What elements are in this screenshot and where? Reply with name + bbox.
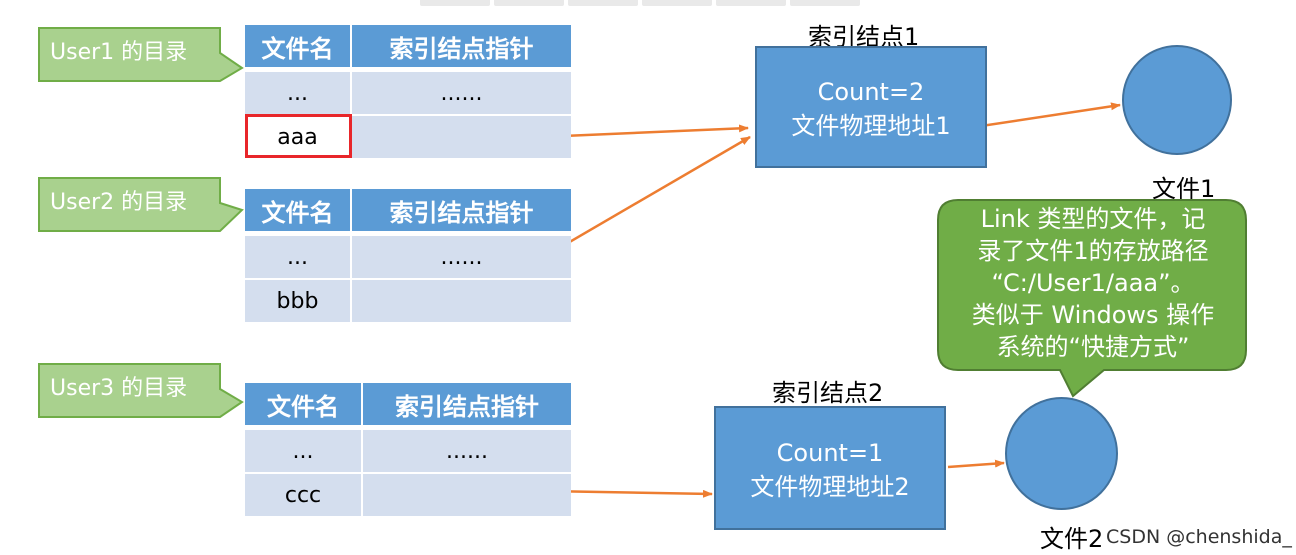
- inode1-address: 文件物理地址1: [791, 112, 951, 140]
- user3-directory-label: User3 的目录: [50, 376, 188, 401]
- cell-pointer: [352, 114, 571, 158]
- column-header-inode-pointer: 索引结点指针: [352, 189, 571, 234]
- table-row: ccc: [245, 472, 571, 516]
- inode2-count: Count=1: [776, 439, 884, 467]
- bubble-line: Link 类型的文件，记: [980, 205, 1206, 233]
- cell-filename: ccc: [245, 472, 363, 516]
- inode1-box: Count=2 文件物理地址1: [755, 46, 987, 168]
- column-header-filename: 文件名: [245, 25, 352, 70]
- column-header-filename: 文件名: [245, 383, 363, 428]
- speech-bubble-shape: [937, 199, 1247, 398]
- cell-filename: ...: [245, 70, 352, 114]
- bubble-line: 系统的“快捷方式”: [996, 333, 1190, 361]
- table-header-row: 文件名 索引结点指针: [245, 25, 571, 70]
- user1-directory-callout: User1 的目录: [38, 27, 244, 82]
- column-header-inode-pointer: 索引结点指针: [363, 383, 571, 428]
- table-row: bbb: [245, 278, 571, 322]
- inode2-title: 索引结点2: [772, 379, 884, 407]
- user3-directory-table: 文件名 索引结点指针 ... ...... ccc: [245, 383, 571, 516]
- cell-filename-highlighted: aaa: [245, 114, 352, 158]
- csdn-watermark: CSDN @chenshida_: [1106, 526, 1292, 548]
- table-row: aaa: [245, 114, 571, 158]
- callout-shape: [38, 363, 244, 418]
- user2-directory-label: User2 的目录: [50, 190, 188, 215]
- file2-label: 文件2: [1040, 525, 1104, 553]
- table-row: ... ......: [245, 234, 571, 278]
- user2-directory-callout: User2 的目录: [38, 177, 244, 232]
- user1-directory-label: User1 的目录: [50, 40, 188, 65]
- table-row: ... ......: [245, 428, 571, 472]
- callout-shape: [38, 177, 244, 232]
- column-header-filename: 文件名: [245, 189, 352, 234]
- column-header-inode-pointer: 索引结点指针: [352, 25, 571, 70]
- cell-filename: ...: [245, 234, 352, 278]
- cell-pointer: ......: [352, 234, 571, 278]
- inode2-address: 文件物理地址2: [750, 473, 910, 501]
- user2-directory-table: 文件名 索引结点指针 ... ...... bbb: [245, 189, 571, 322]
- bubble-line: 类似于 Windows 操作: [971, 301, 1215, 329]
- callout-shape: [38, 27, 244, 82]
- inode2-box: Count=1 文件物理地址2: [714, 406, 946, 530]
- inode1-count: Count=2: [817, 78, 925, 106]
- cell-filename: ...: [245, 428, 363, 472]
- cell-pointer: ......: [363, 428, 571, 472]
- cell-filename: bbb: [245, 278, 352, 322]
- speech-bubble-text: Link 类型的文件，记 录了文件1的存放路径 “C:/User1/aaa”。 …: [940, 203, 1246, 363]
- file1-label: 文件1: [1152, 175, 1216, 203]
- file2-node: [1005, 397, 1118, 510]
- cell-pointer: ......: [352, 70, 571, 114]
- arrow-inode1-to-file1: [967, 102, 1121, 130]
- user1-directory-table: 文件名 索引结点指针 ... ...... aaa: [245, 25, 571, 158]
- cell-pointer: [352, 278, 571, 322]
- bubble-line: “C:/User1/aaa”。: [991, 269, 1195, 297]
- table-header-row: 文件名 索引结点指针: [245, 383, 571, 428]
- cell-pointer: [363, 472, 571, 516]
- file1-node: [1122, 45, 1232, 155]
- table-row: ... ......: [245, 70, 571, 114]
- arrow-inode2-to-file2: [947, 459, 1005, 469]
- top-tab-strip: [420, 0, 860, 6]
- table-header-row: 文件名 索引结点指针: [245, 189, 571, 234]
- arrow-ccc-to-inode2: [544, 489, 713, 498]
- bubble-line: 录了文件1的存放路径: [977, 237, 1209, 265]
- user3-directory-callout: User3 的目录: [38, 363, 244, 418]
